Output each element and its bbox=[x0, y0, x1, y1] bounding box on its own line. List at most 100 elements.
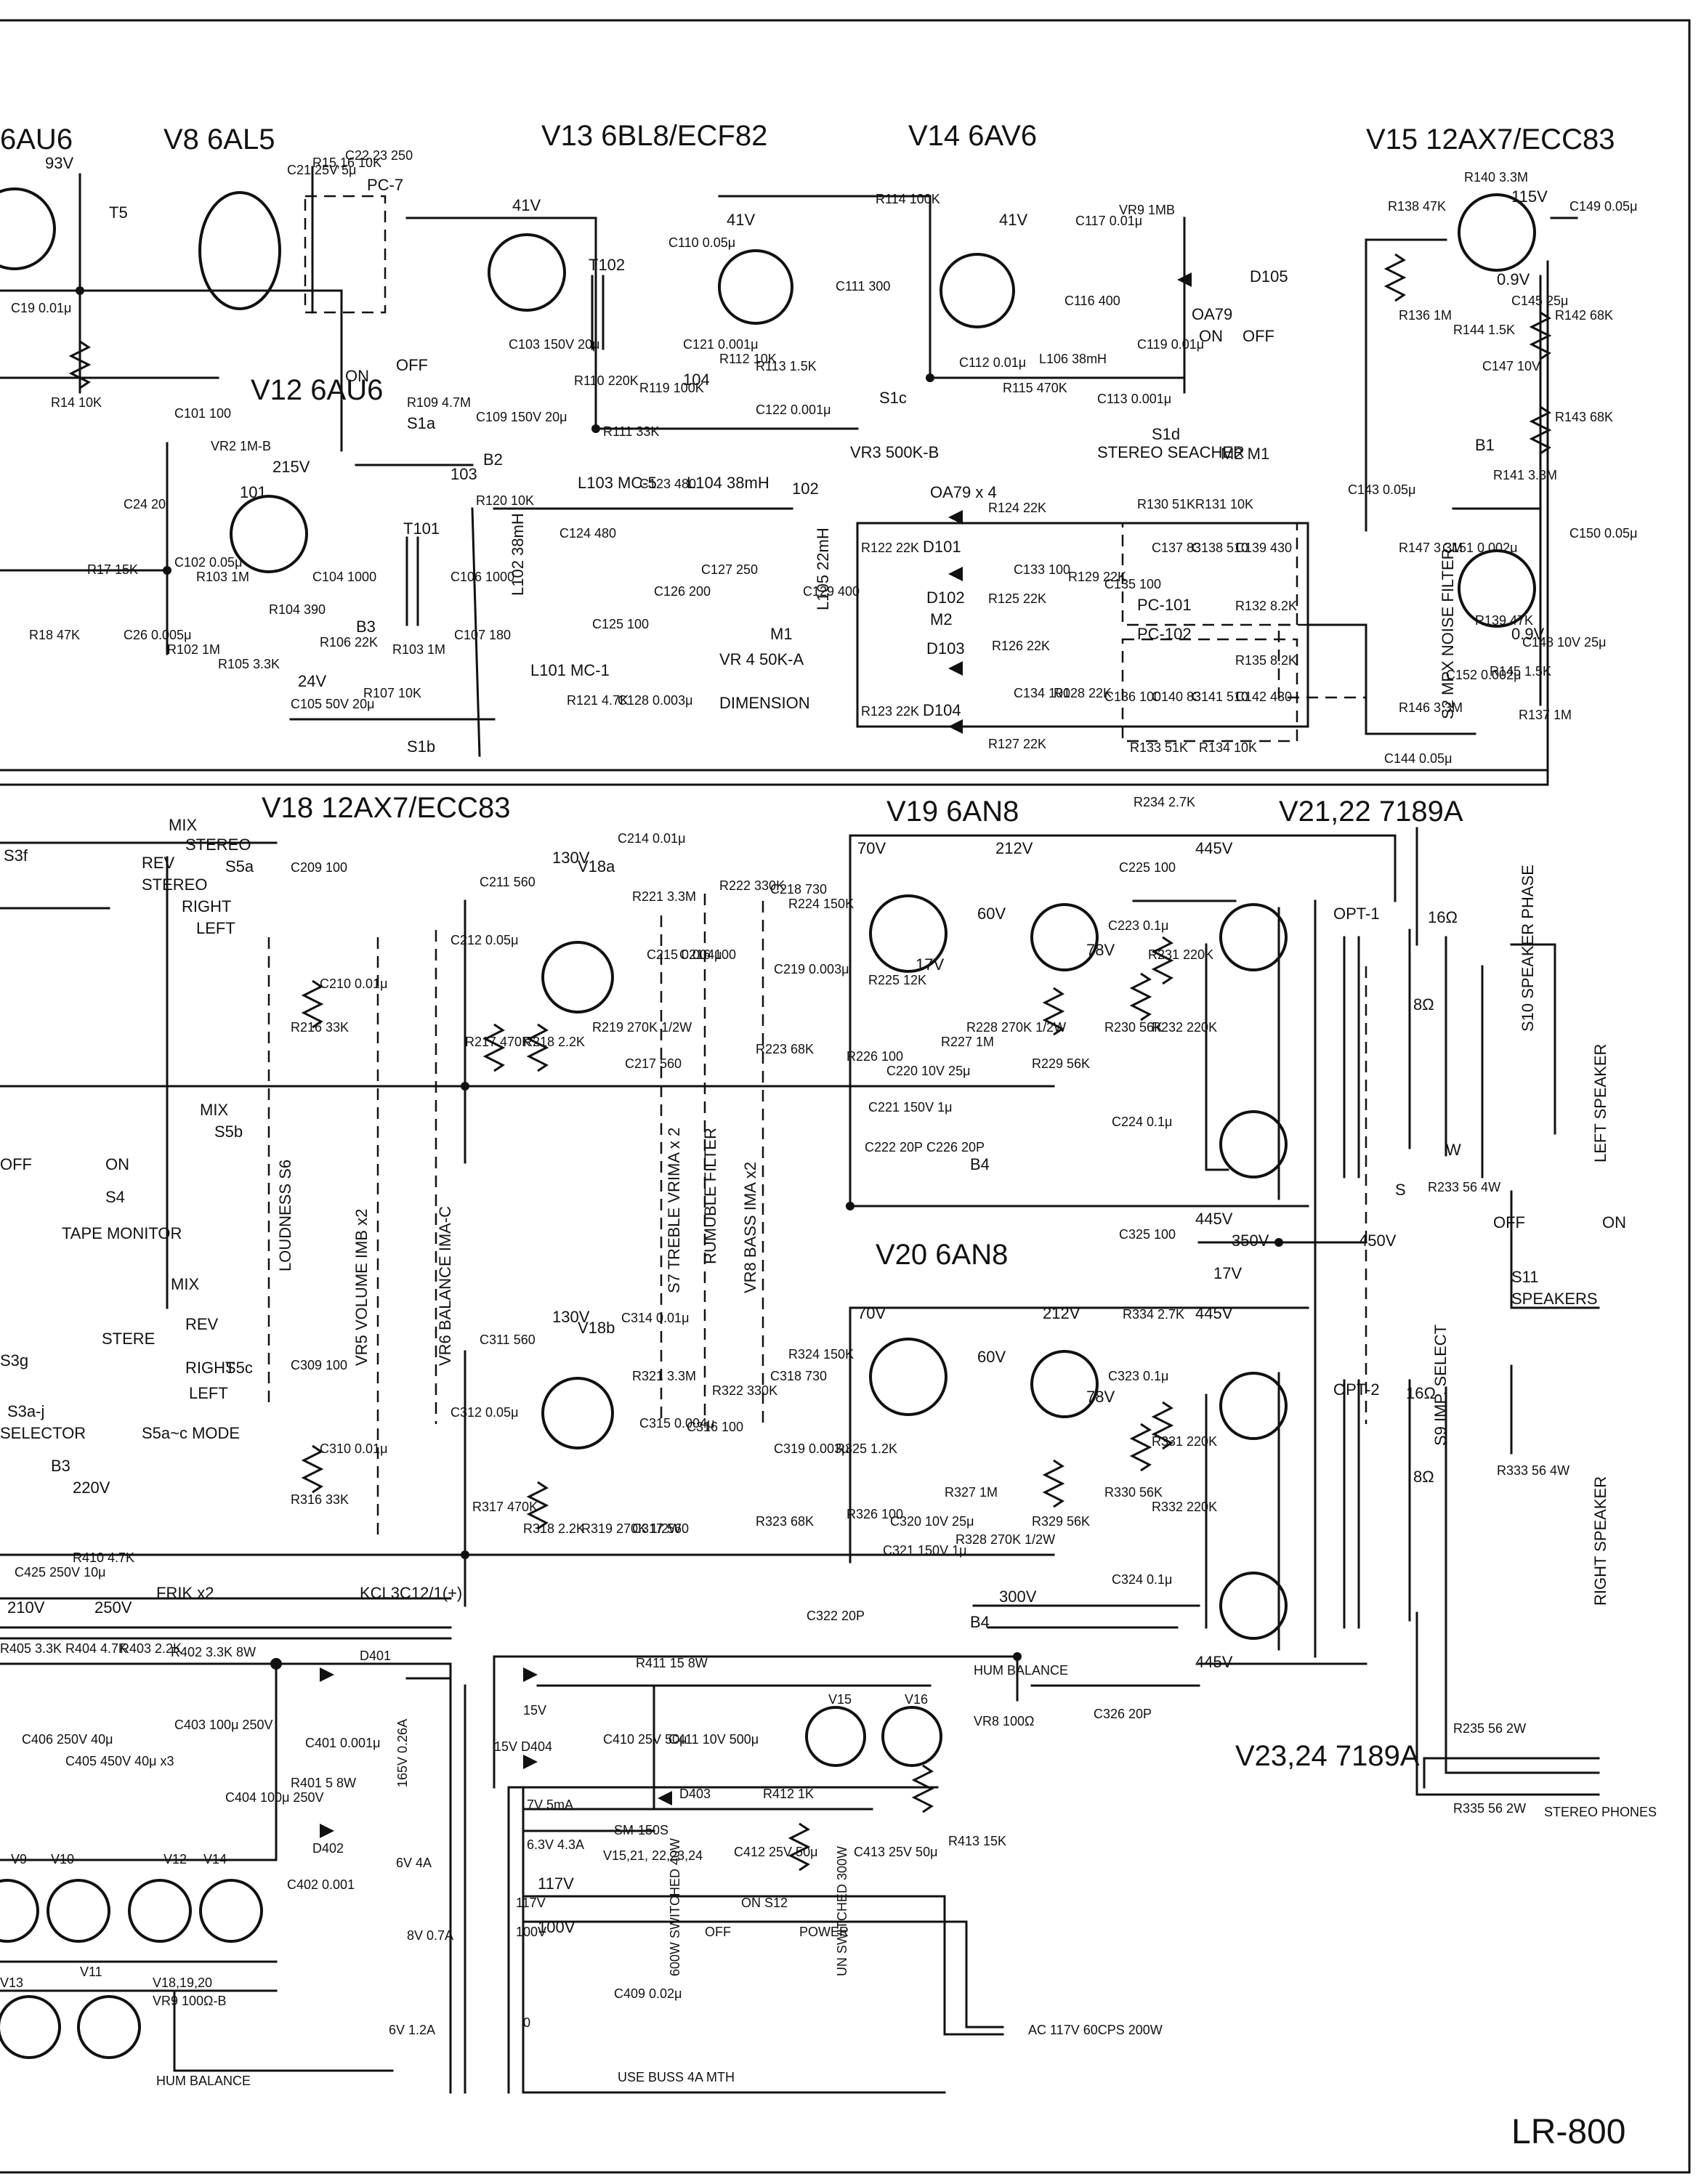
svg-text:DIMENSION: DIMENSION bbox=[719, 694, 810, 712]
svg-text:B1: B1 bbox=[1475, 436, 1495, 454]
svg-text:C106 1000: C106 1000 bbox=[450, 570, 514, 584]
svg-text:R102 1M: R102 1M bbox=[167, 642, 220, 657]
svg-text:C310 0.01μ: C310 0.01μ bbox=[320, 1441, 387, 1456]
svg-text:D401: D401 bbox=[360, 1649, 391, 1663]
svg-text:R130 51K: R130 51K bbox=[1137, 497, 1195, 511]
svg-text:LEFT: LEFT bbox=[189, 1384, 228, 1402]
svg-text:445V: 445V bbox=[1195, 839, 1233, 857]
svg-text:V11: V11 bbox=[80, 1965, 102, 1979]
svg-text:R401 5 8W: R401 5 8W bbox=[291, 1776, 356, 1790]
svg-text:212V: 212V bbox=[1043, 1304, 1080, 1322]
svg-text:OFF: OFF bbox=[1493, 1213, 1525, 1231]
svg-text:R124 22K: R124 22K bbox=[988, 501, 1046, 515]
svg-text:VR2 1M-B: VR2 1M-B bbox=[211, 439, 271, 453]
svg-text:S2 MPX NOISE FILTER: S2 MPX NOISE FILTER bbox=[1439, 548, 1457, 719]
svg-text:B4: B4 bbox=[970, 1613, 990, 1631]
svg-text:C321 150V 1μ: C321 150V 1μ bbox=[883, 1543, 966, 1558]
svg-text:C105 50V 20μ: C105 50V 20μ bbox=[291, 697, 374, 711]
svg-text:17V: 17V bbox=[916, 955, 944, 974]
top-labels: PC-7 T5 T102 T101 OA79 D105 ON OFF ON OF… bbox=[109, 176, 1495, 756]
model-label: LR-800 bbox=[1511, 2113, 1625, 2151]
tube-label: V21,22 7189A bbox=[1279, 796, 1463, 828]
svg-text:C220 10V 25μ: C220 10V 25μ bbox=[886, 1064, 970, 1078]
top-components: C21 25V 5μ R15,16 10K C22,23 250 C19 0.0… bbox=[11, 148, 1637, 766]
svg-text:S1a: S1a bbox=[407, 414, 436, 432]
svg-text:C320 10V 25μ: C320 10V 25μ bbox=[890, 1514, 974, 1529]
svg-text:C142 430: C142 430 bbox=[1235, 689, 1292, 704]
svg-text:KCL3C12/1(+): KCL3C12/1(+) bbox=[360, 1584, 462, 1602]
svg-text:S11: S11 bbox=[1511, 1268, 1539, 1286]
svg-text:STEREO: STEREO bbox=[142, 875, 207, 894]
svg-text:C101 100: C101 100 bbox=[174, 406, 231, 421]
svg-text:C128 0.003μ: C128 0.003μ bbox=[618, 693, 692, 708]
svg-text:C123 480: C123 480 bbox=[639, 477, 696, 491]
svg-text:C410 25V 50μ: C410 25V 50μ bbox=[603, 1732, 687, 1747]
svg-text:B2: B2 bbox=[483, 450, 503, 469]
svg-text:ON: ON bbox=[1199, 327, 1223, 345]
svg-text:R221 3.3M: R221 3.3M bbox=[632, 889, 696, 904]
svg-text:R111 33K: R111 33K bbox=[603, 424, 659, 439]
svg-text:130V: 130V bbox=[552, 849, 590, 867]
svg-text:R110 220K: R110 220K bbox=[574, 373, 639, 388]
svg-text:R126 22K: R126 22K bbox=[992, 639, 1050, 653]
diodes bbox=[320, 272, 1192, 1838]
svg-text:R107 10K: R107 10K bbox=[363, 686, 421, 700]
svg-text:S4: S4 bbox=[105, 1188, 125, 1206]
svg-text:C316 100: C316 100 bbox=[687, 1420, 743, 1434]
svg-text:ON: ON bbox=[345, 367, 369, 385]
model-number: LR-800 bbox=[1511, 2113, 1625, 2151]
svg-text:R128 22K: R128 22K bbox=[1054, 686, 1112, 700]
svg-text:R333 56 4W: R333 56 4W bbox=[1497, 1463, 1569, 1478]
svg-text:130V: 130V bbox=[552, 1308, 590, 1326]
svg-text:R402 3.3K 8W: R402 3.3K 8W bbox=[171, 1645, 256, 1659]
svg-text:C215 0.004μ: C215 0.004μ bbox=[647, 947, 722, 962]
top-tubes bbox=[0, 187, 1536, 628]
svg-text:STEREO: STEREO bbox=[185, 836, 251, 854]
svg-text:M2: M2 bbox=[930, 610, 953, 628]
svg-text:D101: D101 bbox=[923, 538, 961, 556]
svg-text:R334 2.7K: R334 2.7K bbox=[1123, 1307, 1184, 1322]
svg-text:C119 0.01μ: C119 0.01μ bbox=[1137, 337, 1204, 352]
svg-text:V18,19,20: V18,19,20 bbox=[153, 1975, 212, 1990]
svg-text:70V: 70V bbox=[857, 1304, 886, 1322]
svg-text:102: 102 bbox=[792, 480, 819, 498]
svg-text:R114 100K: R114 100K bbox=[876, 192, 940, 206]
svg-text:S1d: S1d bbox=[1152, 425, 1180, 443]
svg-text:C312 0.05μ: C312 0.05μ bbox=[450, 1405, 518, 1420]
svg-text:R317 470K: R317 470K bbox=[472, 1500, 538, 1514]
svg-text:R103 1M: R103 1M bbox=[196, 570, 249, 584]
svg-text:PC-7: PC-7 bbox=[367, 176, 403, 194]
svg-text:0: 0 bbox=[523, 2015, 530, 2030]
svg-text:OFF: OFF bbox=[705, 1925, 731, 1939]
svg-text:R234 2.7K: R234 2.7K bbox=[1134, 795, 1195, 809]
svg-text:R113 1.5K: R113 1.5K bbox=[756, 359, 817, 373]
svg-text:C138 510: C138 510 bbox=[1192, 541, 1248, 555]
svg-text:C104 1000: C104 1000 bbox=[312, 570, 376, 584]
svg-text:210V: 210V bbox=[7, 1598, 45, 1617]
svg-text:C141 510: C141 510 bbox=[1192, 689, 1248, 704]
svg-text:R228 270K 1/2W: R228 270K 1/2W bbox=[966, 1020, 1066, 1035]
svg-text:W: W bbox=[1446, 1141, 1461, 1159]
svg-text:LEFT: LEFT bbox=[196, 919, 235, 937]
svg-text:16Ω: 16Ω bbox=[1428, 908, 1458, 926]
svg-text:C135 100: C135 100 bbox=[1104, 577, 1161, 591]
svg-text:ON S12: ON S12 bbox=[741, 1896, 788, 1910]
svg-text:R233 56 4W: R233 56 4W bbox=[1428, 1180, 1500, 1194]
svg-text:VR5 VOLUME IMB x2: VR5 VOLUME IMB x2 bbox=[352, 1209, 371, 1366]
svg-text:R405 3.3K: R405 3.3K bbox=[0, 1641, 62, 1656]
svg-text:R137 1M: R137 1M bbox=[1519, 708, 1572, 722]
svg-text:R132 8.2K: R132 8.2K bbox=[1235, 599, 1297, 613]
svg-text:C319 0.003μ: C319 0.003μ bbox=[774, 1441, 849, 1456]
svg-text:C145 25μ: C145 25μ bbox=[1511, 294, 1568, 308]
tube-label: V19 6AN8 bbox=[886, 796, 1019, 828]
svg-text:C221 150V 1μ: C221 150V 1μ bbox=[868, 1100, 952, 1115]
svg-text:C326 20P: C326 20P bbox=[1094, 1707, 1152, 1721]
svg-text:C144 0.05μ: C144 0.05μ bbox=[1384, 751, 1452, 766]
svg-text:L104 38mH: L104 38mH bbox=[687, 474, 769, 492]
svg-text:R328 270K 1/2W: R328 270K 1/2W bbox=[955, 1532, 1055, 1547]
svg-text:C122 0.001μ: C122 0.001μ bbox=[756, 403, 831, 417]
svg-text:R119 100K: R119 100K bbox=[639, 381, 704, 395]
svg-text:R227 1M: R227 1M bbox=[941, 1035, 994, 1049]
mid-tubes bbox=[541, 894, 1288, 1640]
